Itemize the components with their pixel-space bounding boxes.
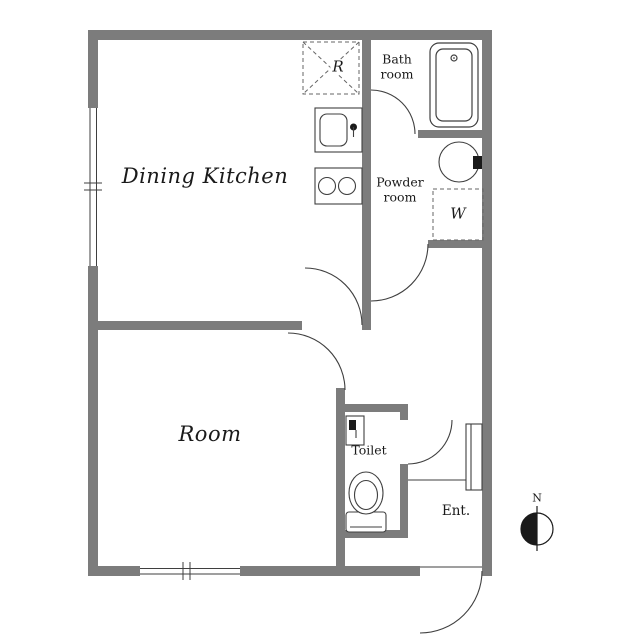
toilet-icon	[345, 471, 387, 533]
bathtub-icon	[429, 42, 479, 128]
hand-wash-basin-icon	[345, 415, 365, 446]
shoe-cabinet-icon	[465, 423, 483, 491]
compass-icon	[520, 506, 554, 551]
wash-basin-icon	[438, 141, 482, 183]
stove-icon	[314, 167, 363, 205]
kitchen-sink-icon	[314, 107, 363, 153]
interior-walls	[88, 30, 482, 566]
room-door-arc	[287, 332, 346, 391]
toilet-door-arc	[407, 419, 453, 465]
powder-room-door-arc	[370, 243, 429, 302]
dining-kitchen-door-arc	[304, 267, 363, 326]
bathroom-door-arc	[370, 89, 416, 135]
door-arcs	[287, 89, 483, 634]
window-left	[84, 108, 102, 266]
outer-walls	[88, 30, 492, 576]
window-bottom	[140, 562, 240, 580]
refrigerator-icon	[302, 41, 360, 95]
entrance-door-arc	[419, 570, 483, 634]
washing-machine-icon	[432, 188, 484, 241]
